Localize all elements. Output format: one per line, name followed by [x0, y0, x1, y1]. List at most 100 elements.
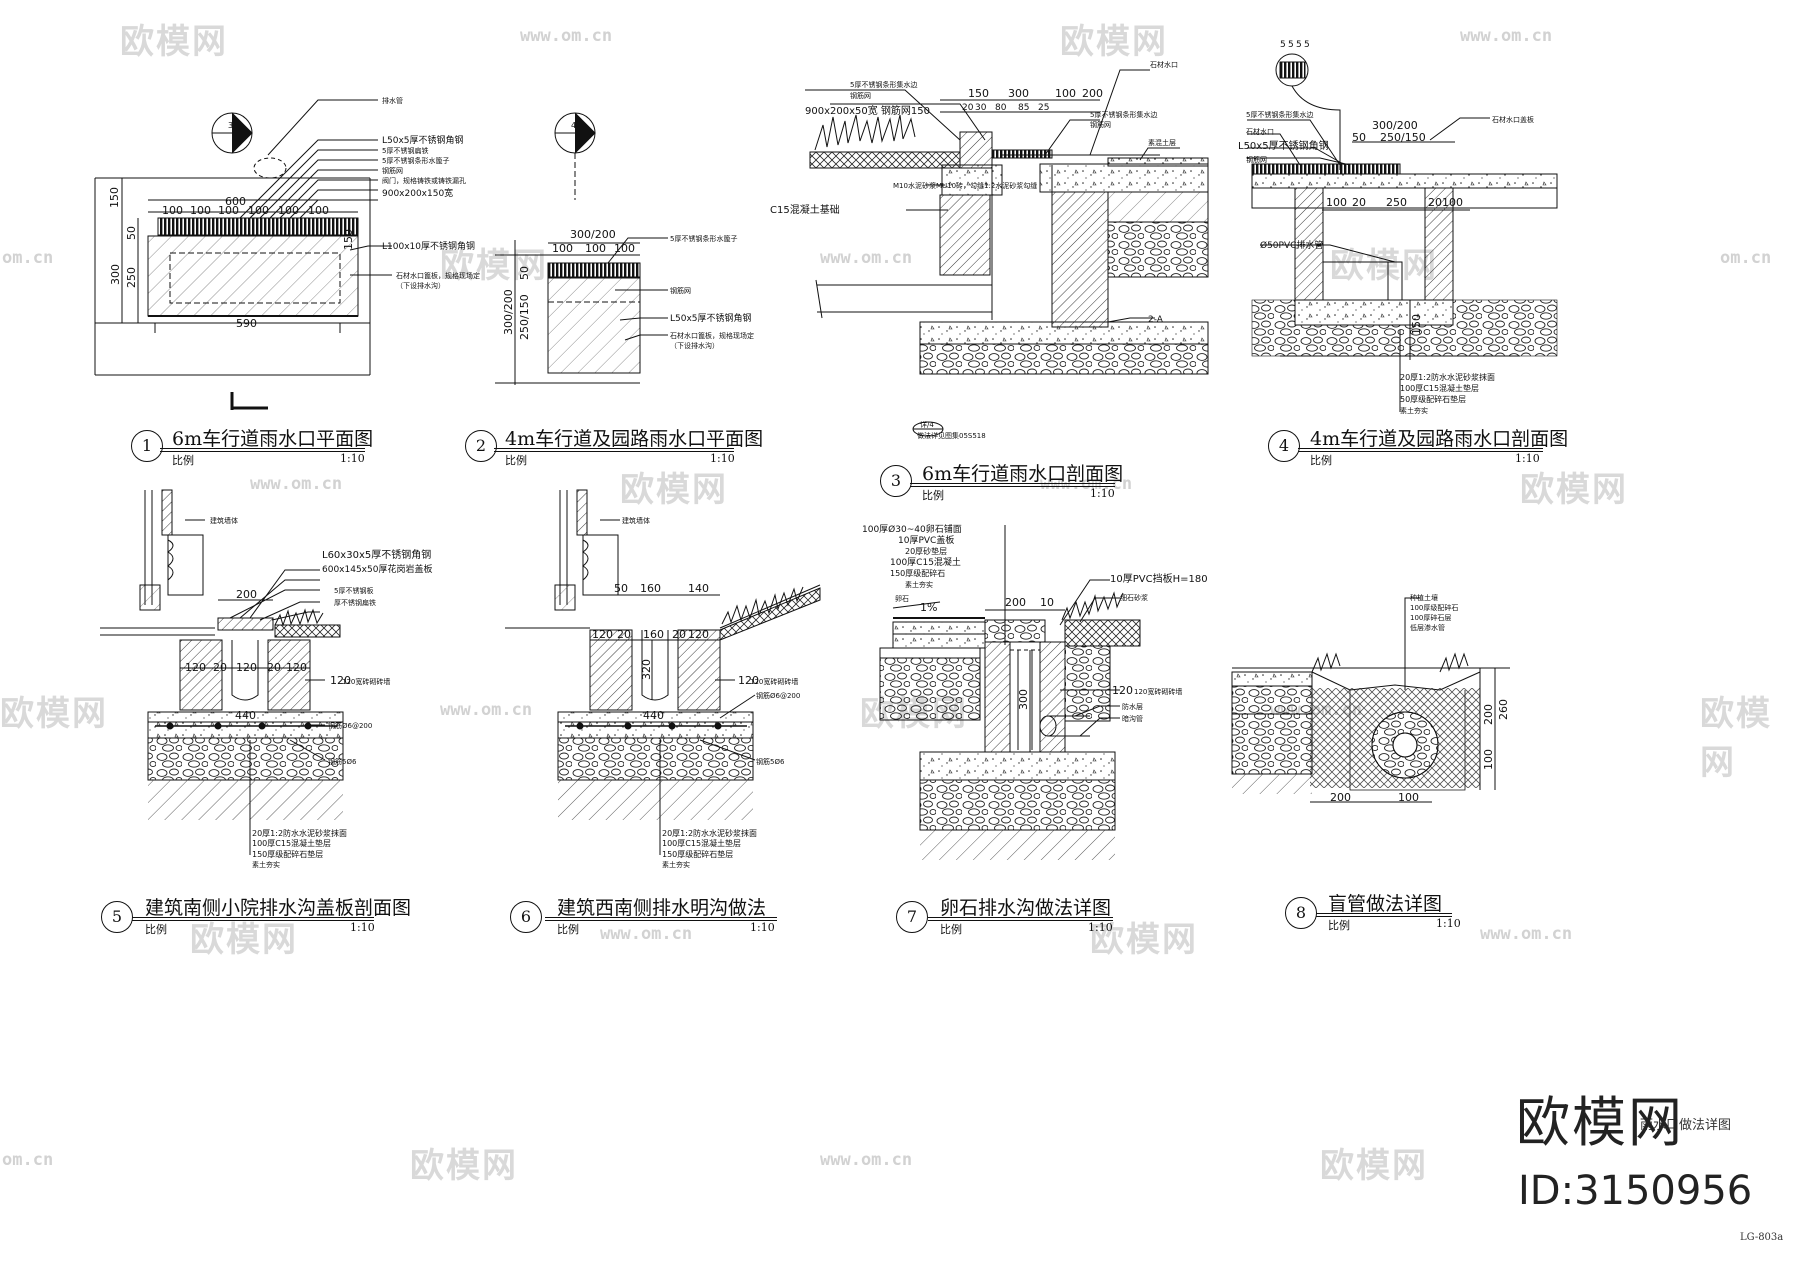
dim-label: 100	[614, 242, 635, 255]
dim-label: 260	[1497, 699, 1510, 720]
watermark-brand: 欧模网	[1700, 694, 1772, 783]
title-underline	[545, 917, 777, 918]
note: 细石砂浆	[1120, 593, 1148, 602]
note: 20厚1:2防水水泥砂浆抹面	[252, 828, 347, 838]
dim-label: 100	[552, 242, 573, 255]
watermark-brand: 欧模网	[1090, 920, 1198, 960]
dim-label: 20	[672, 628, 686, 641]
note: 20厚1:2防水水泥砂浆抹面	[662, 828, 757, 838]
dim-label: 5	[1304, 40, 1310, 50]
title-underline	[1316, 916, 1452, 917]
scale-label: 比例	[922, 489, 944, 502]
note: 暗沟管	[1122, 714, 1143, 723]
dim-label: 100	[1482, 749, 1495, 770]
note: （下设排水沟）	[670, 341, 719, 350]
dim-label: 250	[125, 267, 138, 288]
note: 5厚不锈钢板	[334, 586, 373, 595]
title-underline	[132, 920, 374, 921]
dim-label: 160	[640, 582, 661, 595]
note: 100厚C15混凝土垫层	[252, 838, 331, 848]
note: 厚不锈钢扁铁	[334, 598, 376, 607]
note: 排水管	[382, 96, 403, 105]
dim-label: 100	[585, 242, 606, 255]
watermark-url: www.om.cn	[820, 1150, 913, 1170]
watermark-brand: 欧模网	[440, 246, 548, 286]
note: 石材水口	[1246, 127, 1274, 136]
dim-label: 120	[592, 628, 613, 641]
dim-label: 50	[614, 582, 628, 595]
note: L50x5厚不锈钢角钢	[1238, 139, 1329, 152]
dim-label: 100	[162, 204, 183, 217]
dim-label: 160	[643, 628, 664, 641]
note: 素土夯实	[662, 860, 690, 869]
dim-label: 20	[267, 661, 281, 674]
dim-label: 10	[1040, 596, 1054, 609]
watermark-url: www.om.cn	[440, 700, 533, 720]
dim-label: 20	[1428, 196, 1442, 209]
detail-title: 6m车行道雨水口平面图	[172, 428, 374, 450]
dim-label: 140	[688, 582, 709, 595]
watermark-url: www.om.cn	[1040, 474, 1133, 494]
detail-number: 2	[465, 430, 497, 462]
dim-label: 50	[518, 266, 531, 280]
note: 阀门，规格铸铁或铸铁漏孔	[382, 176, 466, 185]
dim-label: 50	[1352, 131, 1366, 144]
note: 100厚C15混凝土垫层	[1400, 383, 1479, 393]
title-underline	[494, 451, 734, 452]
dim-label: 80	[995, 103, 1007, 113]
note: 120宽砖砌砖墙	[750, 677, 798, 686]
note: 120宽砖砌砖墙	[342, 677, 390, 686]
svg-text:3: 3	[228, 121, 233, 130]
scale-value: 1:10	[710, 452, 735, 465]
dim-label: 300	[109, 264, 122, 285]
note: 150厚级配碎石垫层	[252, 849, 323, 859]
dim-label: 100	[1326, 196, 1347, 209]
watermark-url: www.om.cn	[1460, 26, 1553, 46]
dim-label: 120	[1112, 684, 1133, 697]
dim-label: 200	[1330, 791, 1351, 804]
detail-3-text: 150 300 100 200 20 30 80 85 25 5厚不锈钢条形集水…	[770, 60, 1178, 440]
detail-4-section	[1247, 53, 1558, 412]
note: 石材水口篦板，规格现场定	[396, 271, 480, 280]
note: 建筑墙体	[210, 516, 238, 525]
dim-label: 20	[617, 628, 631, 641]
scale-value: 1:10	[1515, 452, 1540, 465]
note: 2-A	[1148, 315, 1164, 325]
scale-label: 比例	[172, 454, 194, 467]
note: 卵石	[895, 594, 909, 603]
detail-6-text: 50 160 140 120 20 160 20 120 320 440 120…	[592, 516, 800, 869]
svg-text:4: 4	[571, 121, 576, 130]
scale-label: 比例	[505, 454, 527, 467]
scale-label: 比例	[1310, 454, 1332, 467]
dim-label: 20	[213, 661, 227, 674]
note: 素土夯实	[905, 580, 933, 589]
note: 900x200x150宽	[382, 187, 453, 199]
note: 20厚1:2防水水泥砂浆抹面	[1400, 372, 1495, 382]
note: L60x30x5厚不锈钢角钢	[322, 548, 431, 561]
note: 钢筋Ø6@200	[328, 721, 372, 730]
dim-label: 200	[1482, 704, 1495, 725]
detail-title: 建筑西南侧排水明沟做法	[557, 897, 767, 919]
watermark-brand: 欧模网	[0, 694, 108, 734]
watermark-url: www.om.cn	[820, 248, 913, 268]
note: 素混土层	[1148, 138, 1176, 147]
watermark-url: www.om.cn	[1480, 924, 1573, 944]
detail-7-section	[879, 525, 1141, 860]
note: 10厚PVC盖板	[898, 534, 954, 546]
marker-label: 详/4	[920, 420, 934, 429]
title-underline	[132, 917, 374, 918]
note: 石材水口盖板	[1492, 115, 1534, 124]
dim-label: 150	[108, 187, 121, 208]
watermark-brand: 欧模网	[1520, 470, 1628, 510]
watermark-url: om.cn	[2, 1150, 54, 1170]
detail-1-plan: 3	[94, 99, 392, 410]
note: 钢筋5Ø6	[328, 757, 357, 766]
scale-value: 1:10	[1088, 921, 1113, 934]
dim-label: 200	[236, 588, 257, 601]
watermark-url: om.cn	[2, 248, 54, 268]
dim-label: 5	[1296, 40, 1302, 50]
dim-label: 5	[1288, 40, 1294, 50]
dim-label: 300	[1017, 689, 1030, 710]
detail-6-section	[505, 489, 821, 855]
dim-label: 300/200	[1372, 119, 1418, 132]
